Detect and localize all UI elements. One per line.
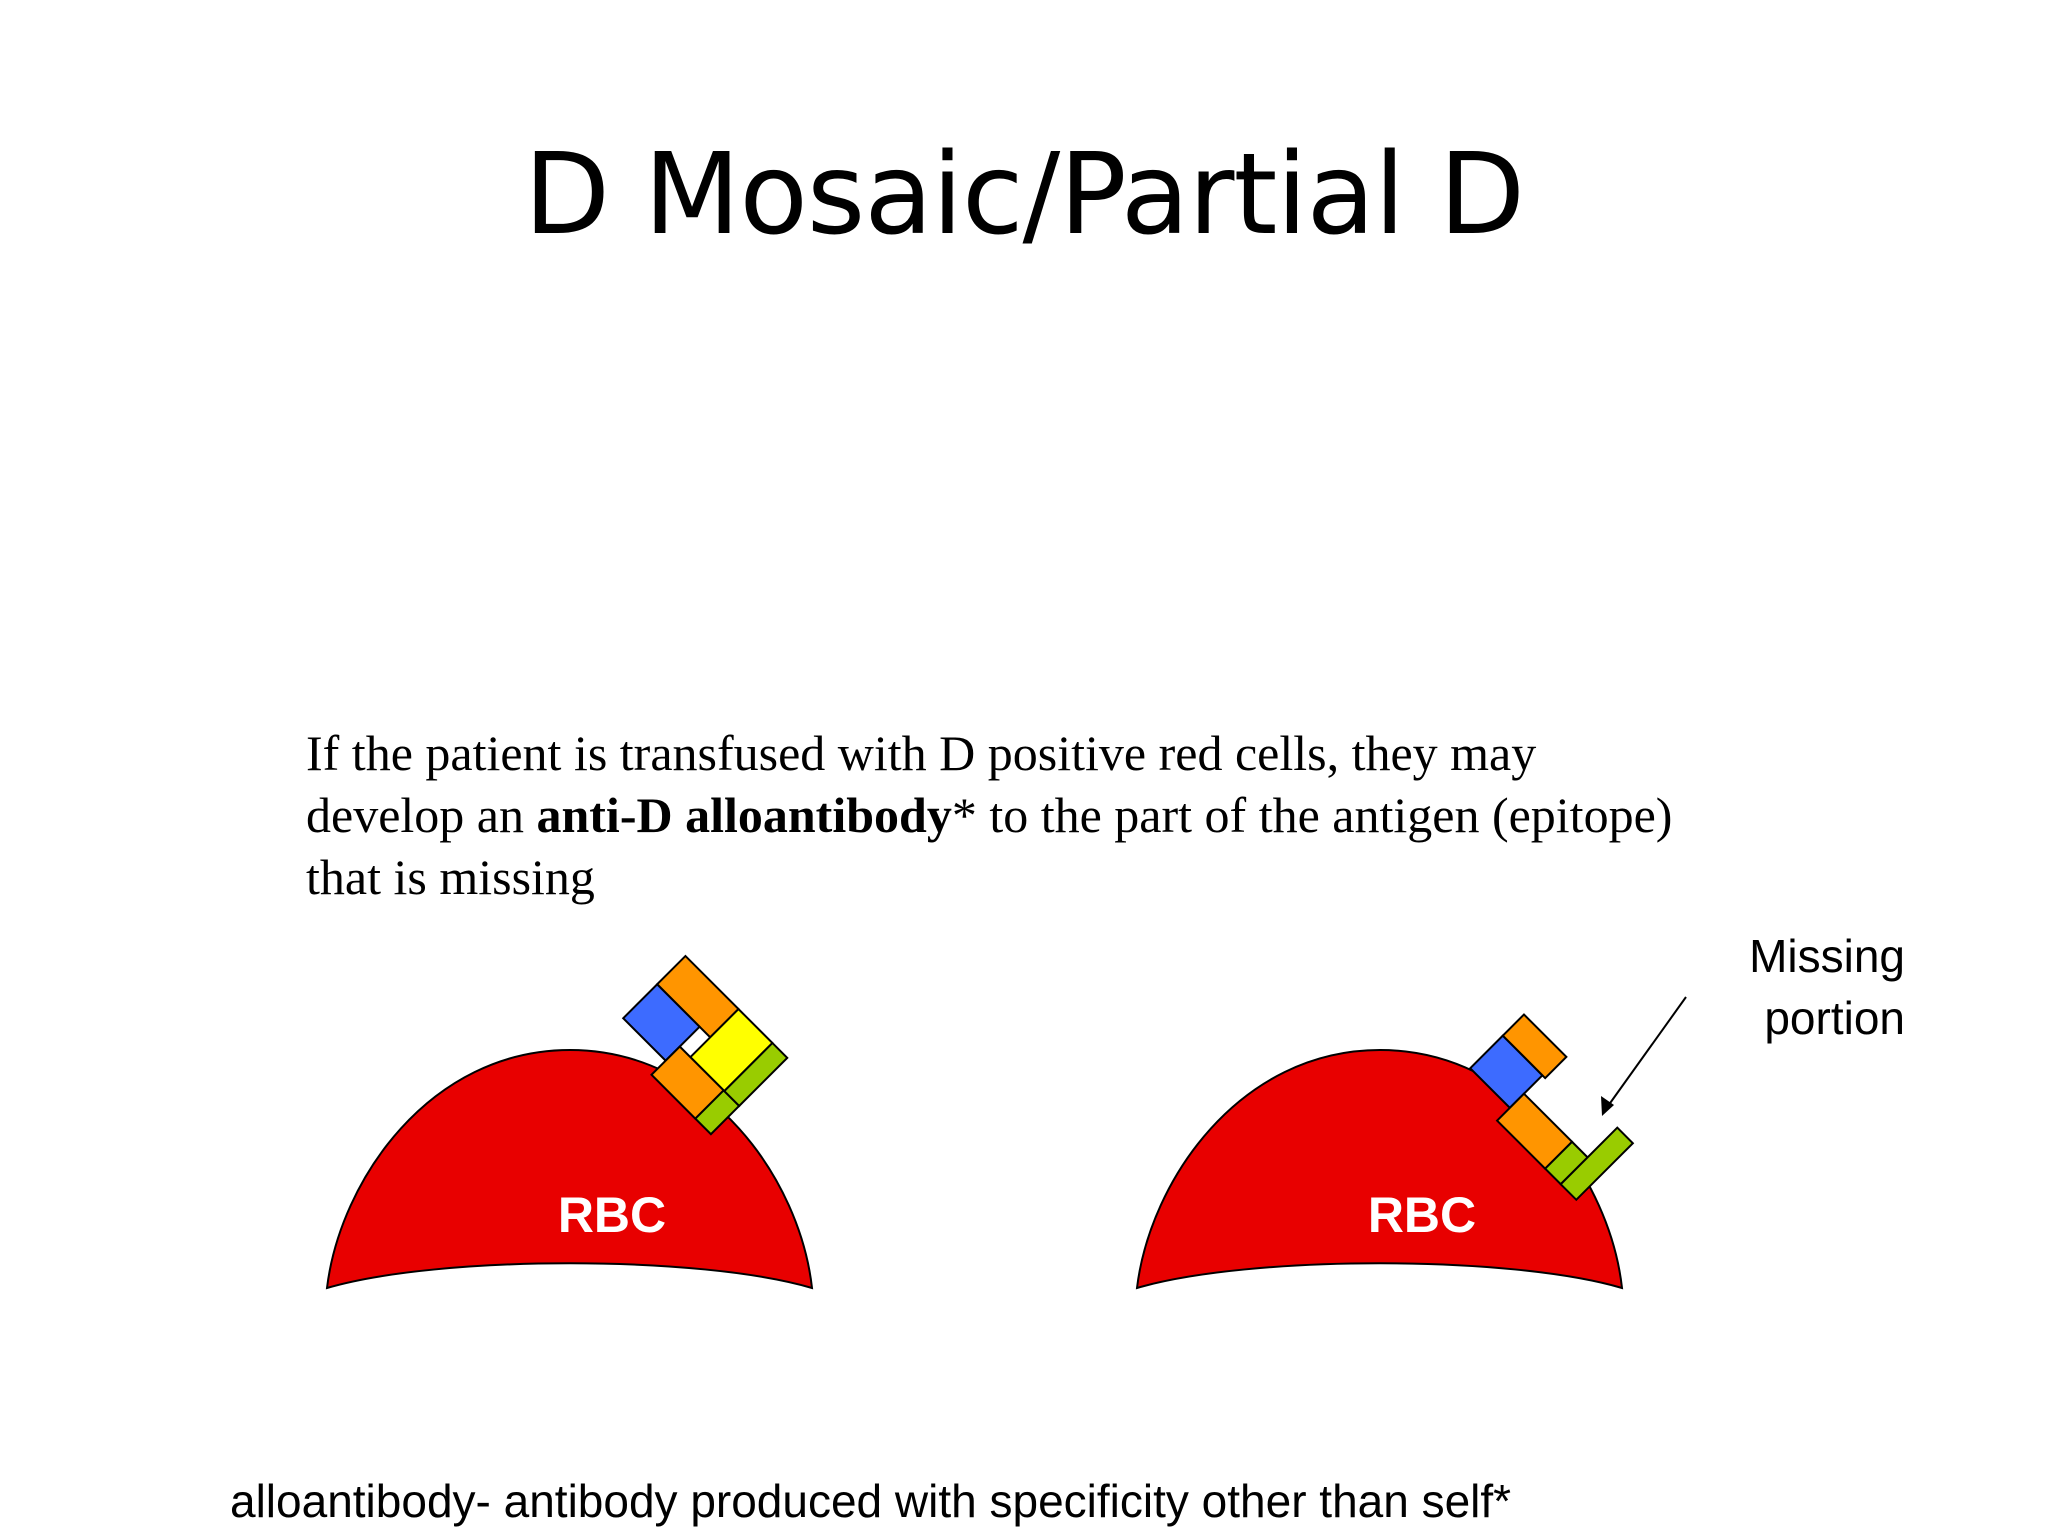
- body-text-bold-term: anti-D alloantibody: [536, 787, 952, 843]
- left-d-antigen: [621, 954, 789, 1136]
- missing-portion-label-line-1: Missing: [1749, 930, 1905, 982]
- right-partial-d-antigen: [1468, 1013, 1635, 1202]
- slide-title: D Mosaic/Partial D: [523, 130, 1525, 260]
- body-text-part-1: If the patient is transfused with D posi…: [306, 725, 1537, 843]
- missing-portion-label-line-2: portion: [1764, 992, 1905, 1044]
- body-text-part-2: * to the part of the antigen (epitope) t…: [306, 787, 1673, 905]
- missing-portion-callout: Missing portion: [1601, 930, 1905, 1116]
- missing-portion-arrow-line: [1607, 996, 1687, 1107]
- footnote-definition: alloantibody- antibody produced with spe…: [230, 1475, 1512, 1527]
- left-epitope-blue: [621, 982, 701, 1063]
- body-text: If the patient is transfused with D posi…: [306, 722, 1706, 908]
- right-rbc: RBC: [1135, 1048, 1624, 1290]
- missing-portion-arrow-head: [1601, 1096, 1614, 1116]
- right-rbc-label: RBC: [1368, 1187, 1476, 1243]
- right-epitope-green-side: [1559, 1126, 1635, 1202]
- left-epitope-green-side: [722, 1041, 789, 1108]
- right-epitope-blue: [1468, 1034, 1544, 1110]
- left-rbc-label: RBC: [558, 1187, 666, 1243]
